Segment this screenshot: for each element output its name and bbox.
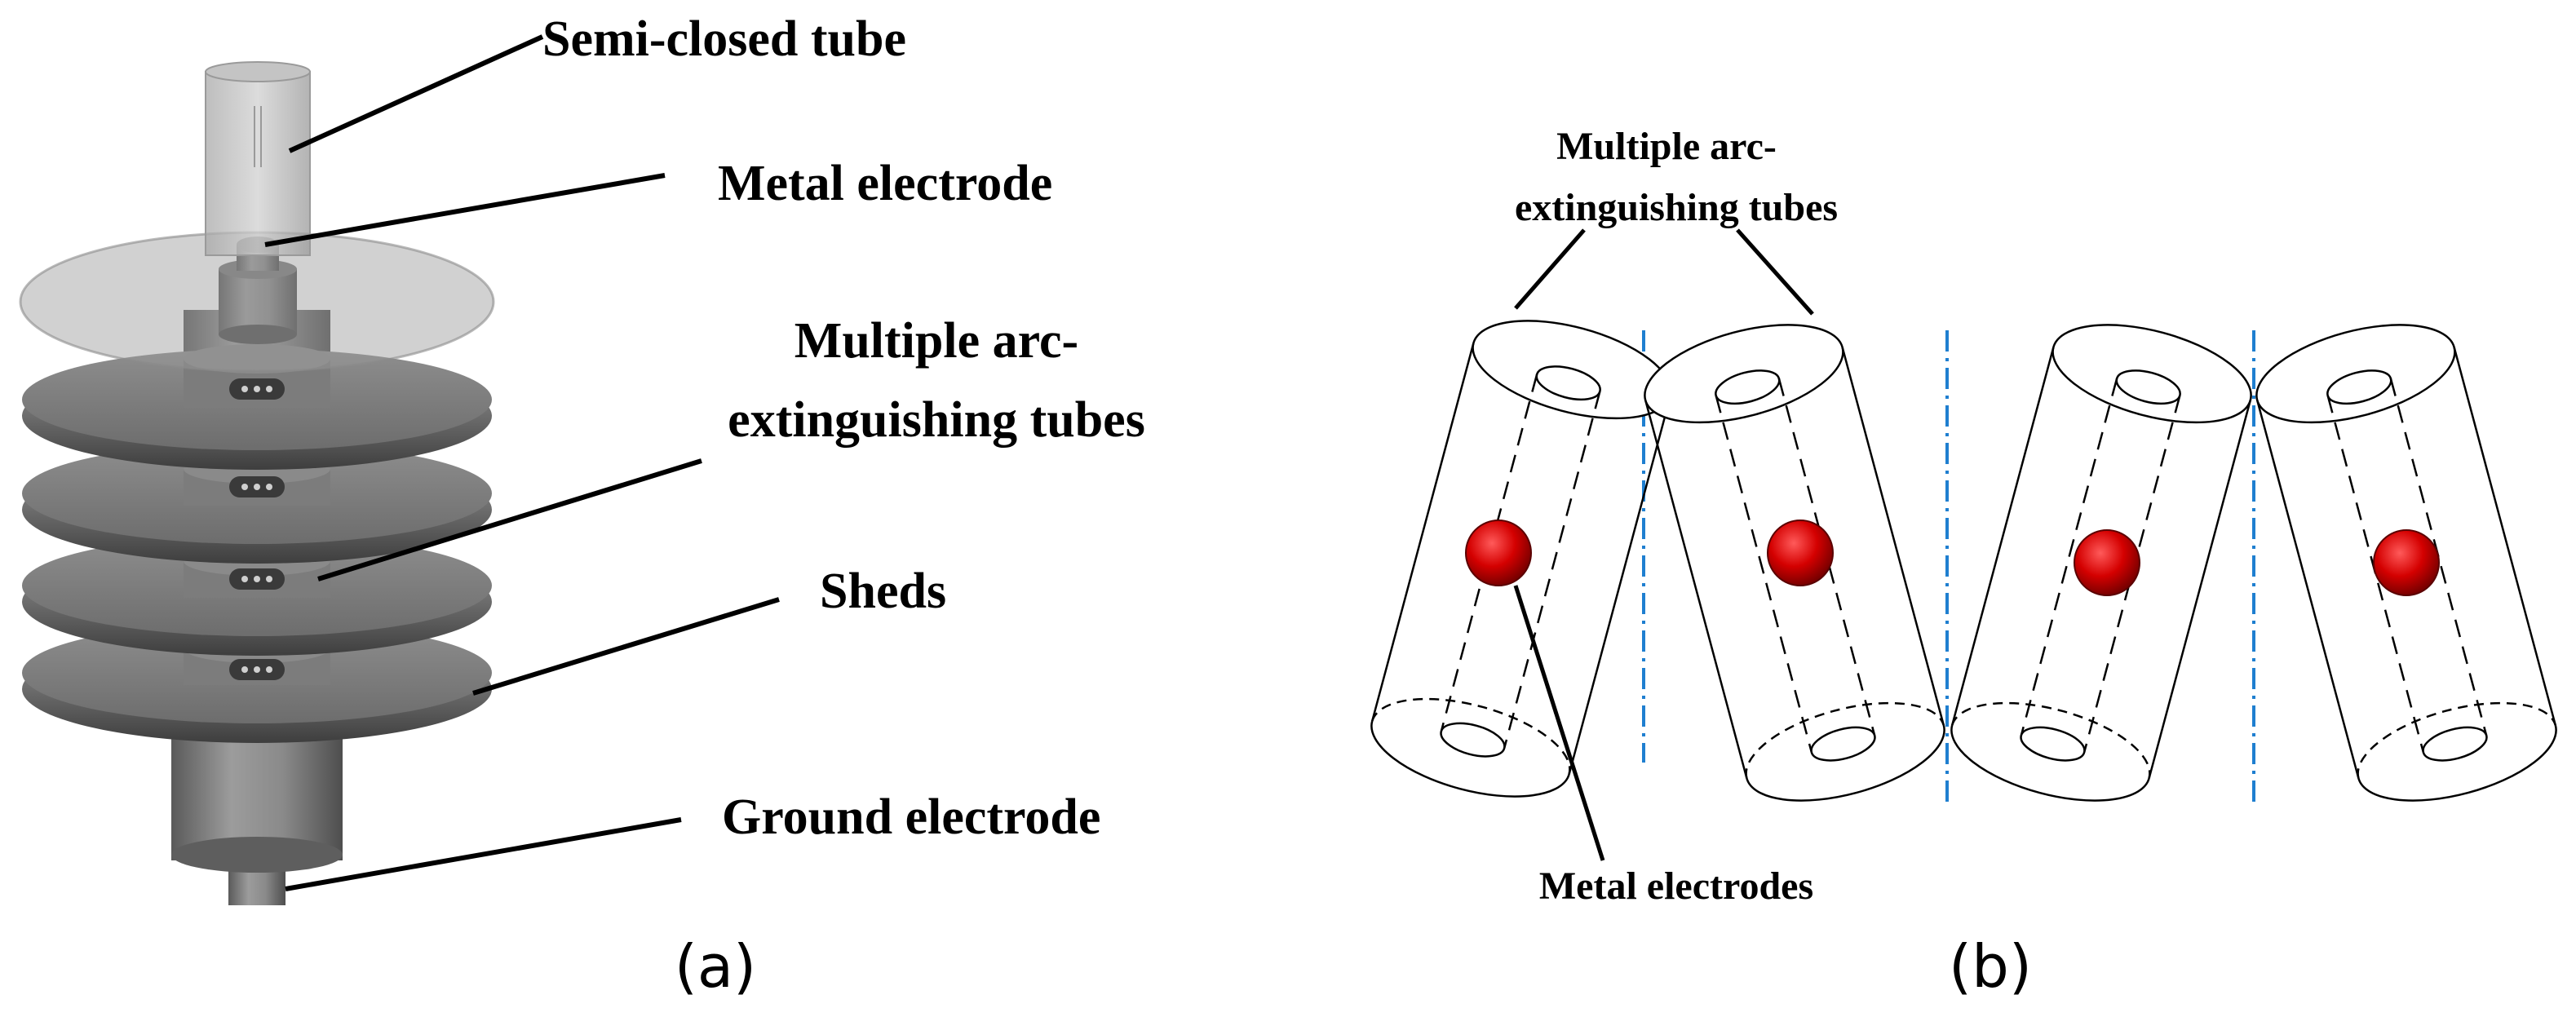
arc-tube-2: [1644, 324, 1945, 802]
electrode-1: [1465, 520, 1532, 586]
label-metal-electrodes: Metal electrodes: [1539, 864, 1813, 908]
leader-tubes-right: [1736, 228, 1814, 316]
arc-tube-opening-2: [229, 476, 285, 497]
label-multiple-arc-line2: extinguishing tubes: [728, 392, 1145, 448]
separator-lines: [1642, 330, 2255, 803]
label-b-multiple-arc-line2: extinguishing tubes: [1515, 186, 1838, 229]
leader-metal-electrodes: [1513, 585, 1605, 861]
arc-tube-1: [1370, 320, 1672, 798]
electrode-2: [1767, 520, 1834, 586]
leader-arc-tubes: [317, 458, 702, 581]
semi-closed-tube: [205, 61, 311, 256]
leader-ground-electrode: [285, 817, 682, 891]
panel-b: Multiple arc- extinguishing tubes Metal …: [1370, 125, 2557, 1001]
leader-metal-electrode: [264, 173, 666, 247]
leader-lines-a: [264, 34, 780, 891]
caption-b: (b): [1949, 932, 2032, 1001]
label-ground-electrode: Ground electrode: [722, 789, 1100, 845]
arc-tube-4: [2255, 324, 2557, 802]
arc-tube-3: [1950, 324, 2252, 802]
arc-tube-opening-3: [229, 568, 285, 590]
label-metal-electrode: Metal electrode: [718, 156, 1052, 211]
caption-a: (a): [675, 932, 756, 1001]
arc-tube-opening-4: [229, 659, 285, 680]
electrode-4: [2373, 529, 2440, 596]
label-sheds: Sheds: [820, 564, 946, 619]
leader-sheds: [472, 597, 780, 696]
arc-tube-opening-1: [229, 378, 285, 400]
metal-electrodes: [1465, 520, 2440, 596]
label-semi-closed-tube: Semi-closed tube: [542, 11, 906, 67]
leader-tubes-left: [1514, 228, 1586, 310]
label-multiple-arc-line1: Multiple arc-: [794, 313, 1078, 369]
electrode-3: [2074, 529, 2140, 596]
leader-semi-closed-tube: [288, 34, 544, 153]
insulator-body-lower-bottom: [171, 837, 343, 873]
label-b-multiple-arc-line1: Multiple arc-: [1556, 125, 1777, 168]
leader-lines-b: [1513, 228, 1814, 861]
panel-a: Semi-closed tube Metal electrode Multipl…: [19, 11, 1145, 1001]
